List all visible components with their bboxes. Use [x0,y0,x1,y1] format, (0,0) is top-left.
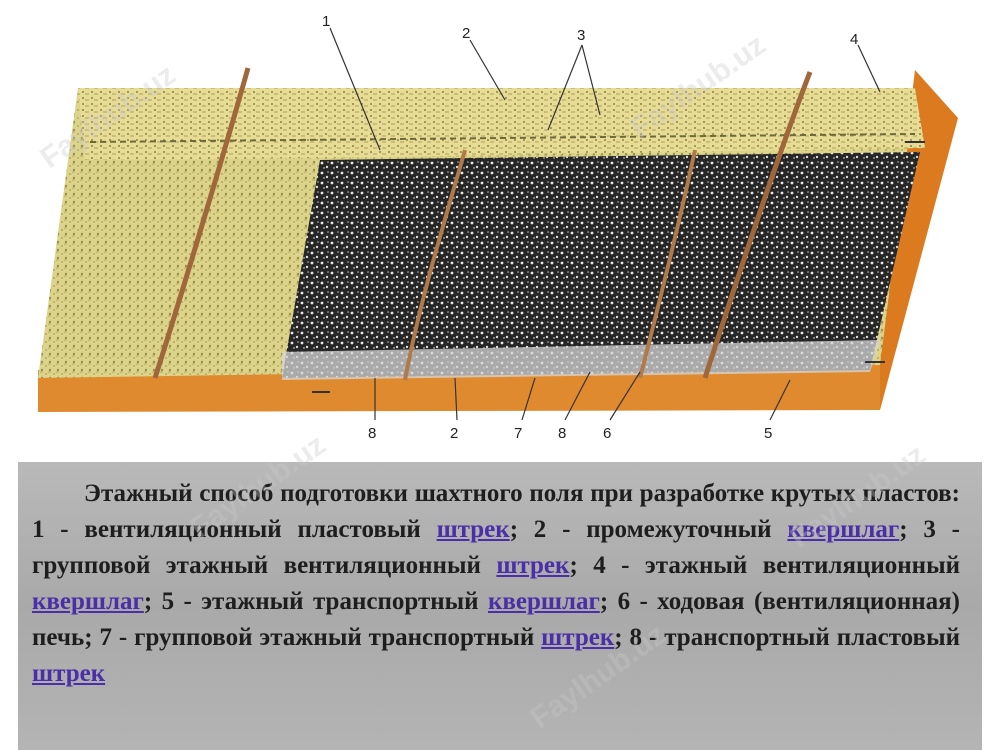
leader-b2 [454,377,458,421]
ventilation-line [89,133,916,143]
shaft-3 [638,149,697,379]
leader-b8b [564,371,591,421]
caption-part-5: ; 5 - этажный транспортный [143,588,488,615]
caption-box: Этажный способ подготовки шахтного поля … [18,462,982,750]
caption-part-6: ; 6 - ходовая (вентиляционная) печь; 7 -… [32,588,960,651]
leader-3a [547,44,583,131]
caption-part-4: ; 4 - этажный вентиляционный [569,552,961,579]
link-shtrek-2[interactable]: штрек [496,552,570,579]
link-shtrek-4[interactable]: штрек [32,660,106,687]
shaft-4 [702,71,813,379]
leader-3b [581,44,601,116]
link-shtrek-1[interactable]: штрек [436,516,510,543]
callout-top-1: 1 [322,13,330,30]
shaft-1 [152,67,251,379]
mine-field-diagram: 1 2 3 4 8 2 7 8 6 5 [38,13,958,442]
leader-b5 [769,379,791,421]
gangway-strip [282,340,880,380]
link-kvershlag-1[interactable]: квершлаг [787,516,900,543]
leader-4 [857,44,881,93]
callout-bottom-8a: 8 [368,425,376,442]
leader-b6 [609,371,641,421]
callout-bottom-5: 5 [764,425,772,442]
callout-bottom-6: 6 [603,425,611,442]
caption-part-7: ; 8 - транспортный пластовый [614,624,960,651]
caption-part-3: ; 3 - групповой этажный вентиляционный [32,516,960,579]
callout-top-3: 3 [577,27,585,44]
callout-bottom-7: 7 [514,425,522,442]
leader-1 [329,27,381,151]
side-face [880,70,958,410]
diagram-svg: 1 2 3 4 8 2 7 8 6 5 [38,13,958,442]
callout-top-4: 4 [850,31,858,48]
leader-b7 [521,377,536,421]
caption-part-1: Этажный способ подготовки шахтного поля … [32,480,960,543]
top-cap [78,88,925,160]
link-kvershlag-3[interactable]: квершлаг [487,588,600,615]
caption-text: Этажный способ подготовки шахтного поля … [32,476,960,692]
callout-top-2: 2 [462,25,470,42]
link-shtrek-3[interactable]: штрек [541,624,615,651]
link-kvershlag-2[interactable]: квершлаг [32,588,144,615]
callout-bottom-2: 2 [450,425,458,442]
callout-bottom-8b: 8 [558,425,566,442]
leader-2 [469,39,506,101]
shaft-2 [403,149,467,381]
caption-part-2: ; 2 - промежуточный [509,516,788,543]
